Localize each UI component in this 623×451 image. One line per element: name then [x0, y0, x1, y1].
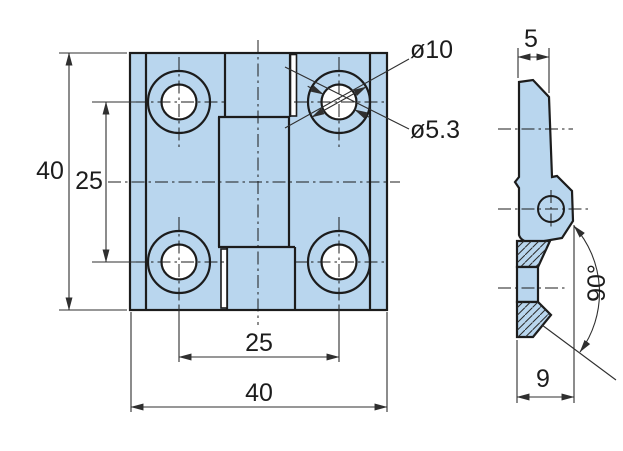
front-hole-spacing-vertical-label: 25: [75, 167, 103, 195]
dim-front-hole-spacing-horizontal: 25: [178, 307, 340, 362]
dim-side-knuckle-depth: 9: [516, 340, 575, 403]
side-section: [515, 239, 553, 339]
counterbore-diameter-label: ø10: [410, 36, 453, 64]
front-width-label: 40: [245, 379, 273, 407]
front-height-label: 40: [36, 157, 64, 185]
section-upper-hatch-lines: [517, 241, 550, 267]
bottom-knuckle-clearance-slot: [220, 248, 228, 309]
side-thickness-label: 5: [524, 25, 538, 53]
dim-side-thickness: 5: [517, 25, 550, 93]
front-view: 40 25 25 40 ø10: [36, 36, 460, 412]
dim-front-width: 40: [130, 312, 388, 412]
dim-front-hole-spacing-vertical: 25: [75, 101, 136, 263]
dim-hole-diameter: ø5.3: [284, 66, 460, 144]
side-open-angle-label: 90°: [583, 264, 611, 302]
hole-bottom-left: [134, 217, 224, 307]
side-knuckle-depth-label: 9: [536, 365, 550, 393]
dim-front-height: 40: [36, 52, 127, 311]
dim-counterbore-diameter: ø10: [284, 36, 453, 129]
hole-top-left: [134, 57, 224, 147]
front-hole-spacing-horizontal-label: 25: [245, 329, 273, 357]
section-middle: [515, 265, 540, 304]
dim-side-open-angle: 90°: [541, 225, 617, 381]
hole-bottom-right: [294, 217, 384, 307]
top-knuckle-clearance-slot: [289, 53, 298, 117]
hole-diameter-label: ø5.3: [410, 116, 460, 144]
section-lower-hatch-lines: [517, 302, 551, 337]
side-view: 5 90° 9: [498, 25, 617, 403]
